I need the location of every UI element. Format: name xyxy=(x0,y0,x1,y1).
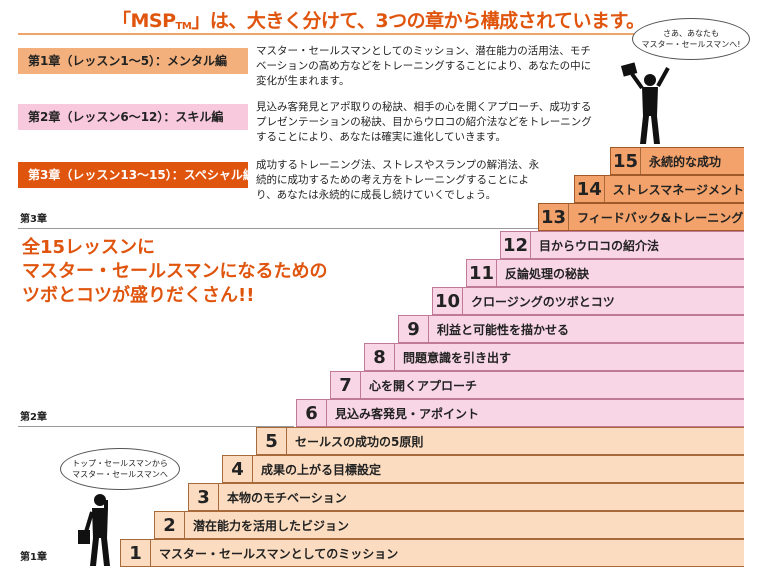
lesson-step-15: 15 永続的な成功 xyxy=(610,147,744,175)
lesson-step-2: 2 潜在能力を活用したビジョン xyxy=(154,511,744,539)
lesson-number: 6 xyxy=(297,400,327,426)
speech-bubble-bottom: トップ・セールスマンから マスター・セールスマンへ xyxy=(60,448,180,490)
lesson-title: フィードバック&トレーニング xyxy=(577,210,744,225)
lesson-title: 心を開くアプローチ xyxy=(369,378,478,393)
trademark-mark: TM xyxy=(175,21,192,32)
headline: 全15レッスンに マスター・セールスマンになるための ツボとコツが盛りだくさん!… xyxy=(22,237,328,306)
lesson-title: クロージングのツボとコツ xyxy=(471,294,615,309)
lesson-number: 5 xyxy=(257,428,287,454)
lesson-number: 14 xyxy=(575,176,605,202)
lesson-step-3: 3 本物のモチベーション xyxy=(188,483,744,511)
lesson-step-1: 1 マスター・セールスマンとしてのミッション xyxy=(120,539,744,567)
lesson-title: ストレスマネージメント xyxy=(612,182,744,197)
lesson-number: 10 xyxy=(433,288,463,314)
celebrating-businessman-icon xyxy=(620,62,670,144)
lesson-step-4: 4 成果の上がる目標設定 xyxy=(222,455,744,483)
chapter1-description: マスター・セールスマンとしてのミッション、潜在能力の活用法、モチベーションの高め… xyxy=(256,45,592,87)
lesson-number: 11 xyxy=(467,260,497,286)
lesson-number: 3 xyxy=(189,484,219,510)
speech-bubble-top: さあ、あなたも マスター・セールスマンへ! xyxy=(632,18,750,60)
lesson-number: 12 xyxy=(501,232,531,258)
title-underline xyxy=(18,33,744,35)
lesson-number: 9 xyxy=(399,316,429,342)
businessman-on-phone-icon xyxy=(78,494,110,566)
lesson-title: 見込み客発見・アポイント xyxy=(335,406,480,421)
lesson-title: 成果の上がる目標設定 xyxy=(261,462,382,477)
chapter3-description: 成功するトレーニング法、ストレスやスランプの解消法、永続的に成功するための考え方… xyxy=(256,159,540,201)
lesson-title: 利益と可能性を描かせる xyxy=(437,322,570,337)
lesson-number: 7 xyxy=(331,372,361,398)
lesson-title: 永続的な成功 xyxy=(649,154,722,169)
page-title: 「MSPTM」は、大きく分けて、3つの章から構成されています。 xyxy=(112,10,645,32)
lesson-step-9: 9 利益と可能性を描かせる xyxy=(398,315,744,343)
lesson-title: 本物のモチベーション xyxy=(227,490,347,505)
lesson-title: 問題意識を引き出す xyxy=(403,350,512,365)
lesson-number: 8 xyxy=(365,344,395,370)
section-tag-ch1: 第1章 xyxy=(20,552,47,563)
lesson-step-5: 5 セールスの成功の5原則 xyxy=(256,427,744,455)
lesson-title: 目からウロコの紹介法 xyxy=(539,238,660,253)
lesson-step-11: 11 反論処理の秘訣 xyxy=(466,259,744,287)
chapter2-description: 見込み客発見とアポ取りの秘訣、相手の心を開くアプローチ、成功するプレゼンテーショ… xyxy=(256,101,592,143)
lesson-number: 15 xyxy=(611,148,641,174)
section-divider-ch3 xyxy=(18,228,538,229)
lesson-title: 潜在能力を活用したビジョン xyxy=(193,518,350,533)
lesson-number: 4 xyxy=(223,456,253,482)
lesson-title: マスター・セールスマンとしてのミッション xyxy=(159,546,399,561)
lesson-title: セールスの成功の5原則 xyxy=(295,434,424,449)
lesson-step-10: 10 クロージングのツボとコツ xyxy=(432,287,744,315)
lesson-step-6: 6 見込み客発見・アポイント xyxy=(296,399,744,427)
section-tag-ch2: 第2章 xyxy=(20,412,47,423)
lesson-step-12: 12 目からウロコの紹介法 xyxy=(500,231,744,259)
lesson-number: 13 xyxy=(539,204,569,230)
lesson-title: 反論処理の秘訣 xyxy=(505,266,590,281)
chapter2-label: 第2章（レッスン6〜12）：スキル編 xyxy=(18,104,248,130)
lesson-step-13: 13 フィードバック&トレーニング xyxy=(538,203,744,231)
lesson-step-14: 14 ストレスマネージメント xyxy=(574,175,744,203)
section-tag-ch3: 第3章 xyxy=(20,214,47,225)
lesson-number: 1 xyxy=(121,540,151,566)
chapter3-label: 第3章（レッスン13〜15）：スペシャル編 xyxy=(18,162,255,188)
lesson-step-7: 7 心を開くアプローチ xyxy=(330,371,744,399)
section-divider-ch2 xyxy=(18,426,294,427)
lesson-step-8: 8 問題意識を引き出す xyxy=(364,343,744,371)
chapter1-label: 第1章（レッスン1〜5）：メンタル編 xyxy=(18,48,248,74)
lesson-number: 2 xyxy=(155,512,185,538)
